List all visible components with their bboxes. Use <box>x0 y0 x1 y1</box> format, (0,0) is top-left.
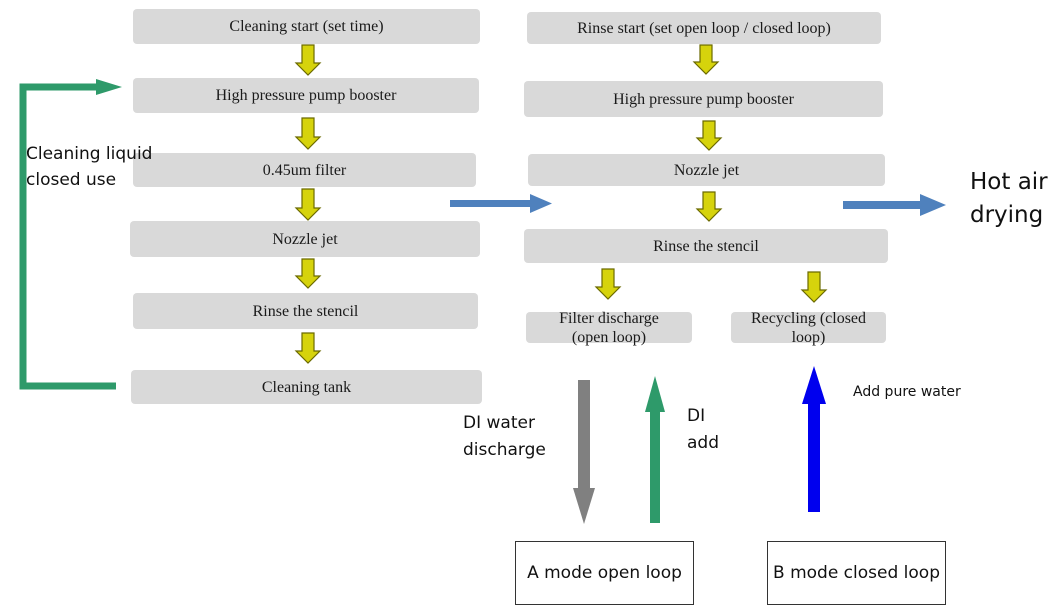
flow-arrows-right <box>594 44 828 303</box>
flow-arrow <box>692 44 720 75</box>
step-filter: 0.45um filter <box>133 153 476 187</box>
flow-arrow <box>294 332 322 364</box>
flow-arrows-left <box>294 44 322 364</box>
step-cleaning-tank: Cleaning tank <box>131 370 482 404</box>
step-pump-booster-right: High pressure pump booster <box>524 81 883 117</box>
flow-arrow <box>695 191 723 222</box>
loop-label: Cleaning liquid closed use <box>26 144 153 190</box>
step-cleaning-start: Cleaning start (set time) <box>133 9 480 44</box>
flow-arrow <box>294 258 322 289</box>
step-nozzle-jet-left: Nozzle jet <box>130 221 480 257</box>
link-arrow <box>450 194 552 213</box>
di-add-label: DI add <box>687 406 719 453</box>
branch-recycling: Recycling (closed loop) <box>731 310 886 346</box>
loop-arrow <box>19 79 122 390</box>
flow-arrow <box>294 188 322 221</box>
step-pump-booster-left: High pressure pump booster <box>133 78 479 113</box>
mode-open-loop: A mode open loop <box>515 541 694 605</box>
di-discharge-label: DI water discharge <box>463 413 546 460</box>
step-rinse-start: Rinse start (set open loop / closed loop… <box>527 12 881 44</box>
di-add-arrow <box>645 376 665 523</box>
pure-water-label: Add pure water <box>853 384 961 400</box>
step-rinse-stencil-left: Rinse the stencil <box>133 293 478 329</box>
flow-arrow <box>594 268 622 300</box>
branch-filter-discharge: Filter discharge (open loop) <box>526 310 692 346</box>
pure-water-arrow <box>802 366 826 512</box>
di-discharge-arrow <box>573 380 595 524</box>
flow-arrow <box>695 120 723 151</box>
step-rinse-stencil-right: Rinse the stencil <box>524 229 888 263</box>
step-nozzle-jet-right: Nozzle jet <box>528 154 885 186</box>
flow-arrow <box>294 117 322 150</box>
mode-closed-loop: B mode closed loop <box>767 541 946 605</box>
hot-air-arrow <box>843 194 946 216</box>
flow-arrow <box>294 44 322 76</box>
flow-arrow <box>800 271 828 303</box>
hot-air-label: Hot air drying <box>970 169 1048 228</box>
